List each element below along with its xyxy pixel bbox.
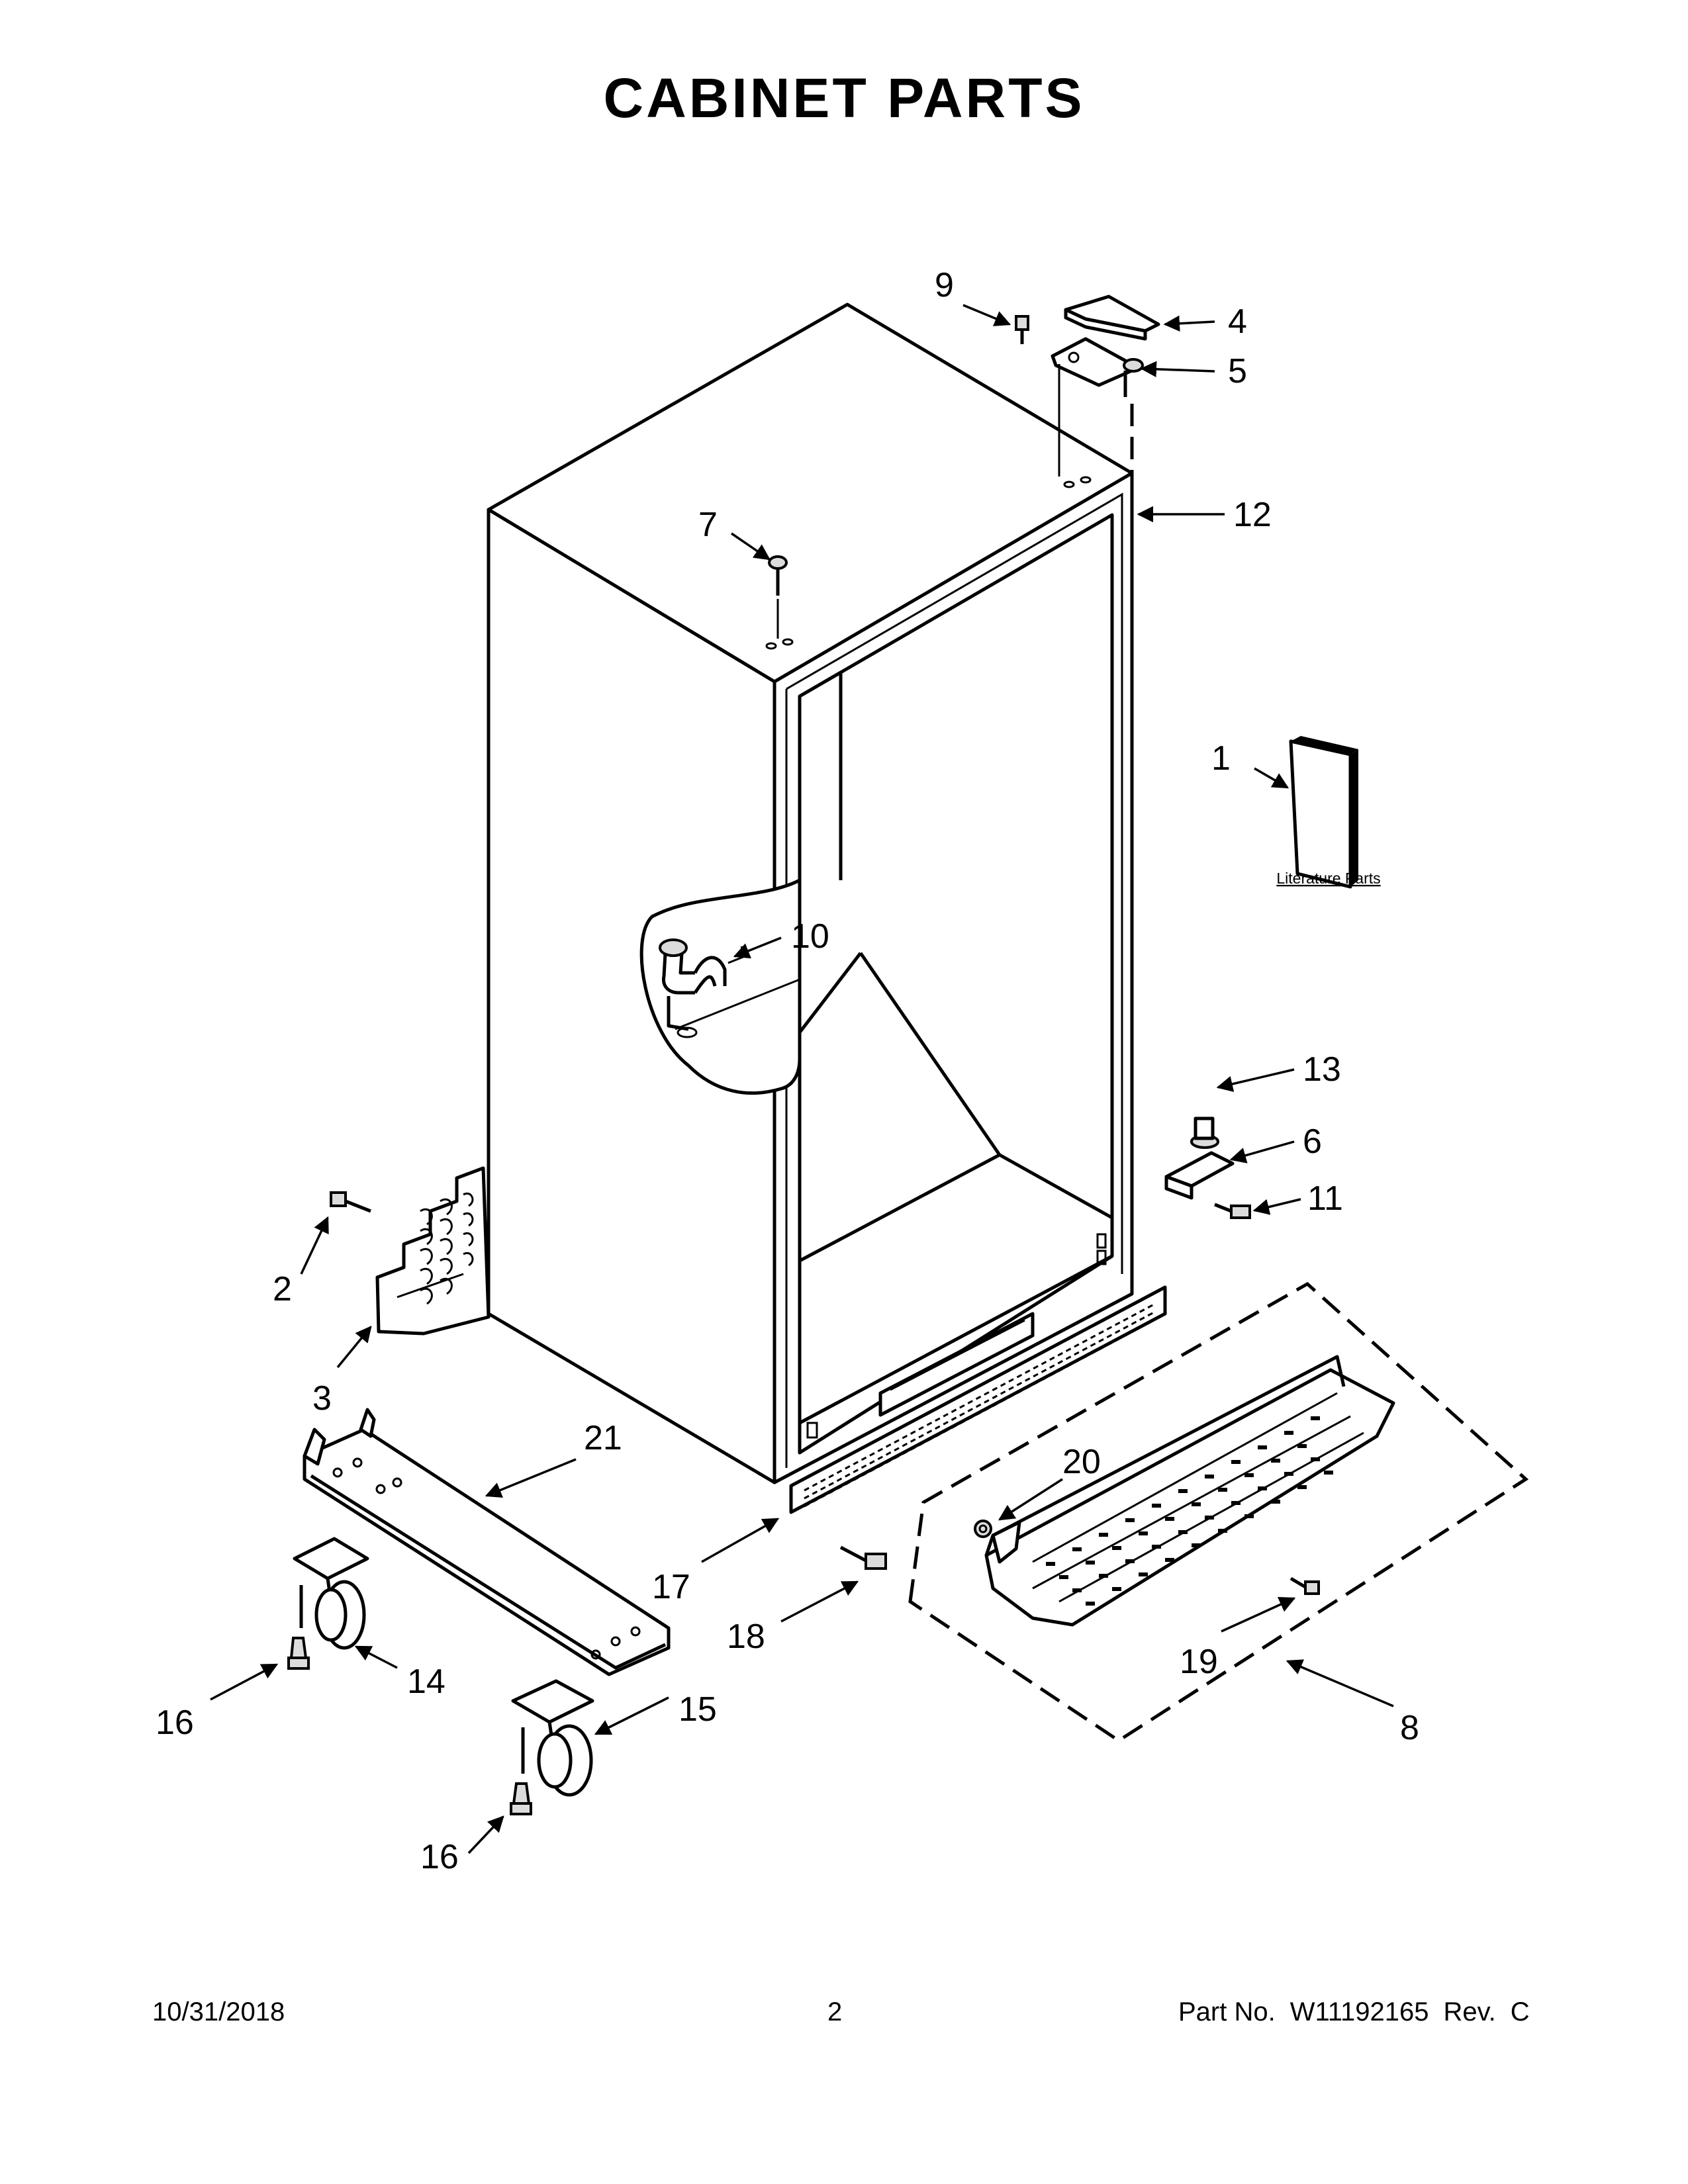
part-number-label: Part No.	[1178, 1997, 1276, 2026]
callout-16-front: 16	[156, 1704, 194, 1742]
literature-label: Literature Parts	[1276, 870, 1380, 887]
callout-13: 13	[1303, 1050, 1341, 1089]
condenser-part	[375, 1166, 491, 1336]
callout-labels: 9 4 5 12 7 1 10 13 6 11 2 3 21 20 17 18 …	[156, 266, 1419, 1876]
callout-10: 10	[791, 917, 829, 956]
revision-value: C	[1510, 1997, 1530, 2026]
callout-2: 2	[273, 1270, 292, 1308]
hinge-screw-part	[1015, 315, 1060, 477]
hinge-cover-part	[1064, 295, 1160, 341]
base-pan-part	[984, 1355, 1395, 1627]
cabinet-body	[487, 302, 1134, 1484]
callout-21: 21	[584, 1419, 622, 1457]
callout-4: 4	[1228, 302, 1247, 341]
footer-page-number: 2	[827, 1997, 843, 2026]
callout-17: 17	[652, 1568, 690, 1606]
callout-19: 19	[1180, 1643, 1218, 1681]
footer-date: 10/31/2018	[152, 1997, 285, 2026]
leader-lines	[210, 304, 1394, 1854]
grommet-part	[974, 1520, 992, 1538]
part-number-value: W11192165	[1289, 1997, 1429, 2026]
callout-15: 15	[679, 1690, 717, 1729]
literature-booklet	[1289, 736, 1358, 889]
callout-7: 7	[698, 506, 718, 544]
caster-bolt-rear	[510, 1782, 532, 1815]
grille-screw	[839, 1545, 887, 1570]
top-hinge-part	[1051, 337, 1144, 477]
front-caster-part	[293, 1537, 369, 1650]
base-pan-screw	[1289, 1576, 1320, 1595]
base-assembly-outline	[908, 1281, 1529, 1743]
callout-1: 1	[1211, 739, 1231, 778]
lower-hinge-screw	[1214, 1203, 1251, 1219]
hinge-pin-part	[1190, 1116, 1219, 1149]
callout-6: 6	[1303, 1122, 1322, 1161]
callout-3: 3	[312, 1379, 332, 1418]
callout-9: 9	[935, 266, 954, 304]
callout-12: 12	[1233, 496, 1272, 534]
condenser-screw	[330, 1191, 371, 1213]
top-plug-part	[768, 555, 788, 639]
page-title: CABINET PARTS	[603, 67, 1085, 129]
rear-caster-part	[511, 1679, 594, 1797]
caster-bolt-front	[287, 1637, 310, 1670]
callout-14: 14	[407, 1662, 445, 1701]
callout-11: 11	[1307, 1179, 1343, 1218]
base-pan-vents	[1046, 1416, 1333, 1606]
revision-label: Rev.	[1443, 1997, 1496, 2026]
footer-part-info: Part No. W11192165 Rev. C	[1178, 1997, 1544, 2027]
lower-hinge-bracket	[1164, 1151, 1235, 1200]
callout-5: 5	[1228, 352, 1247, 390]
callout-18: 18	[727, 1617, 765, 1656]
callout-8: 8	[1400, 1709, 1419, 1747]
callout-16-rear: 16	[420, 1838, 459, 1876]
callout-20: 20	[1062, 1443, 1101, 1481]
toe-grille-part	[789, 1285, 1167, 1514]
drain-tube-part	[659, 938, 746, 1038]
leveling-rail-part	[303, 1408, 671, 1676]
